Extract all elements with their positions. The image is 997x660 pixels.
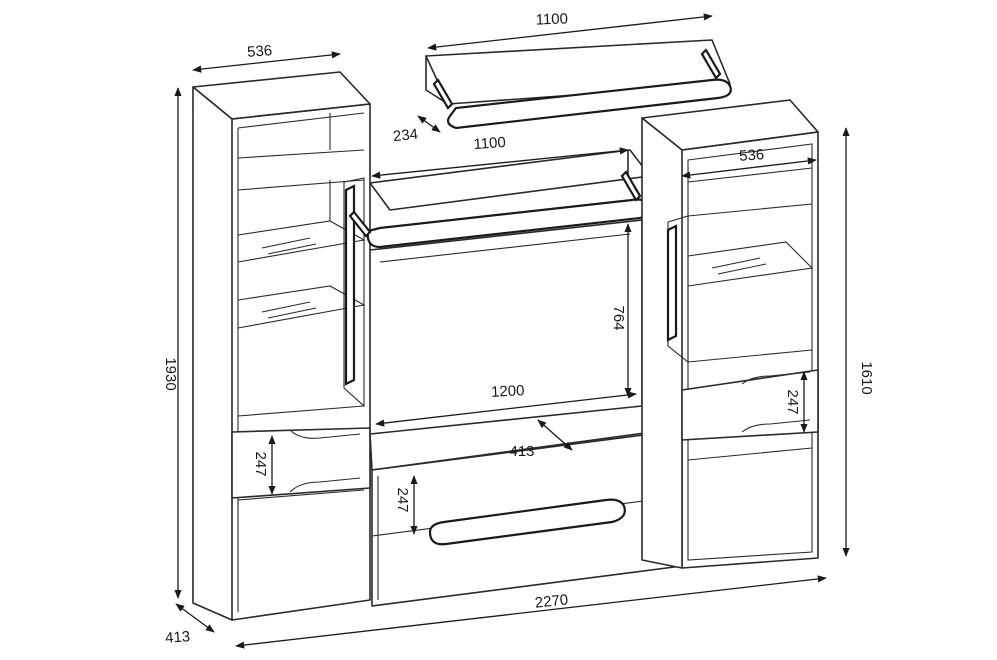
top-shelf-width-label: 1100 (535, 10, 568, 28)
left-tower (192, 71, 371, 621)
dimension-labels: 1100 234 1100 536 536 1930 1610 764 1200… (162, 10, 875, 646)
right-drawer-height-label: 247 (784, 389, 801, 414)
total-width-label: 2270 (534, 591, 569, 611)
right-tower (641, 99, 819, 569)
right-height-label: 1610 (858, 361, 875, 394)
center-unit (348, 149, 683, 607)
tv-niche-width-label: 1200 (491, 382, 525, 401)
total-height-label: 1930 (162, 357, 179, 390)
right-tower-width-label: 536 (739, 146, 765, 165)
center-drawer-height-label: 247 (394, 487, 411, 512)
top-shelf-depth-label: 234 (392, 126, 419, 146)
dimension-lines (174, 13, 850, 649)
top-floating-shelf (425, 39, 732, 130)
tv-base-depth-label: 413 (509, 443, 534, 460)
mid-shelf-width-label: 1100 (473, 134, 506, 153)
left-tower-width-label: 536 (247, 42, 273, 61)
total-depth-label: 413 (165, 628, 191, 647)
left-drawer-height-label: 247 (252, 451, 269, 476)
tv-niche-height-label: 764 (610, 305, 627, 330)
